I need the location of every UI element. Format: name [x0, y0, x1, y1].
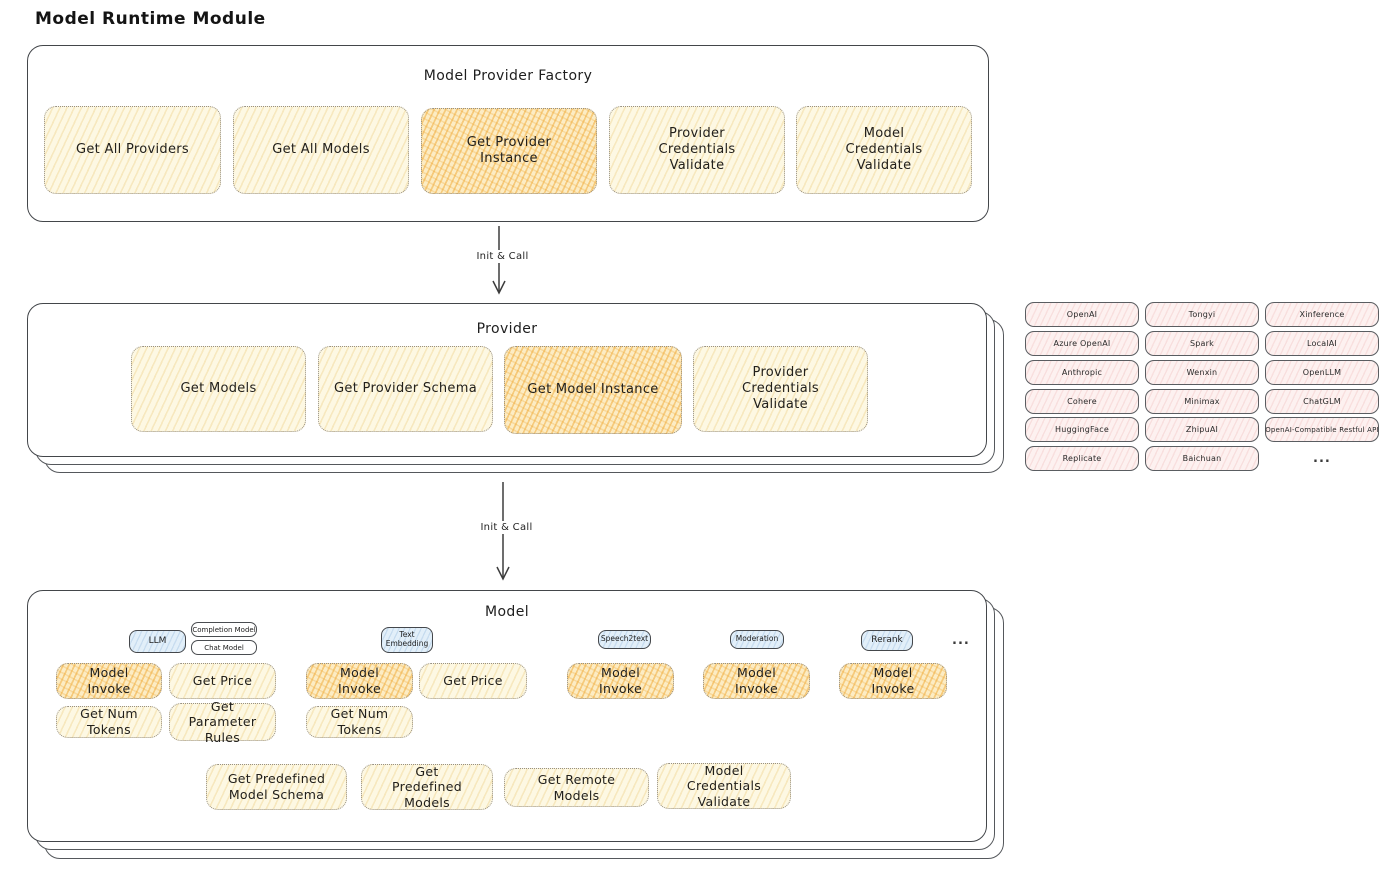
model-title: Model	[484, 604, 530, 620]
node-get-all-models: Get All Models	[233, 106, 409, 194]
factory-title: Model Provider Factory	[423, 68, 593, 84]
tag-rerank: Rerank	[861, 630, 913, 651]
provider-card-wenxin: Wenxin	[1145, 360, 1259, 385]
provider-card-cohere: Cohere	[1025, 389, 1139, 414]
provider-card-localai: LocalAI	[1265, 331, 1379, 356]
node-get-predefined-model-schema: Get Predefined Model Schema	[206, 764, 347, 810]
node-model-invoke-rerank: Model Invoke	[839, 663, 947, 699]
node-model-invoke-speech2text: Model Invoke	[567, 663, 674, 699]
provider-card-openllm: OpenLLM	[1265, 360, 1379, 385]
node-model-credentials-validate-factory: Model Credentials Validate	[796, 106, 972, 194]
tag-text-embedding: Text Embedding	[381, 627, 433, 653]
provider-card-chatglm: ChatGLM	[1265, 389, 1379, 414]
provider-card-azure-openai: Azure OpenAI	[1025, 331, 1139, 356]
model-tags-more-label: ...	[952, 633, 970, 648]
node-model-invoke-text-embedding: Model Invoke	[306, 663, 413, 699]
node-get-remote-models: Get Remote Models	[504, 768, 649, 807]
tag-speech2text: Speech2text	[598, 630, 651, 649]
node-provider-credentials-validate-provider: Provider Credentials Validate	[693, 346, 868, 432]
provider-card-anthropic: Anthropic	[1025, 360, 1139, 385]
node-get-models: Get Models	[131, 346, 306, 432]
provider-grid-more-label: ...	[1313, 451, 1331, 466]
provider-box: Provider Get Models Get Provider Schema …	[27, 303, 987, 457]
node-get-num-tokens-text-embedding: Get Num Tokens	[306, 706, 413, 738]
provider-card-openai: OpenAI	[1025, 302, 1139, 327]
node-get-provider-schema: Get Provider Schema	[318, 346, 493, 432]
provider-card-openai-compatible: OpenAI-Compatible Restful API	[1265, 417, 1379, 442]
provider-card-tongyi: Tongyi	[1145, 302, 1259, 327]
node-model-credentials-validate-model: Model Credentials Validate	[657, 763, 791, 809]
provider-card-minimax: Minimax	[1145, 389, 1259, 414]
node-get-price-llm: Get Price	[169, 663, 276, 699]
init-call-label-2: Init & Call	[466, 521, 547, 534]
tag-completion-model: Completion Model	[191, 622, 257, 637]
page-title: Model Runtime Module	[35, 9, 266, 29]
node-get-model-instance: Get Model Instance	[504, 346, 682, 434]
provider-card-replicate: Replicate	[1025, 446, 1139, 471]
tag-llm: LLM	[129, 630, 186, 653]
node-model-invoke-moderation: Model Invoke	[703, 663, 810, 699]
model-box: Model LLM Completion Model Chat Model Te…	[27, 590, 987, 842]
node-provider-credentials-validate-factory: Provider Credentials Validate	[609, 106, 785, 194]
provider-title: Provider	[476, 321, 538, 337]
provider-card-zhipuai: ZhipuAI	[1145, 417, 1259, 442]
node-get-parameter-rules: Get Parameter Rules	[169, 699, 276, 745]
node-get-predefined-models: Get Predefined Models	[361, 764, 493, 810]
node-get-provider-instance: Get Provider Instance	[421, 108, 597, 194]
provider-card-xinference: Xinference	[1265, 302, 1379, 327]
provider-card-huggingface: HuggingFace	[1025, 417, 1139, 442]
node-model-invoke-llm: Model Invoke	[56, 663, 162, 699]
tag-chat-model: Chat Model	[191, 640, 257, 655]
node-get-num-tokens-llm: Get Num Tokens	[56, 706, 162, 738]
node-get-price-text-embedding: Get Price	[419, 663, 527, 699]
provider-card-baichuan: Baichuan	[1145, 446, 1259, 471]
tag-moderation: Moderation	[730, 630, 784, 649]
init-call-label-1: Init & Call	[462, 250, 543, 263]
factory-box: Model Provider Factory Get All Providers…	[27, 45, 989, 222]
node-get-all-providers: Get All Providers	[44, 106, 221, 194]
provider-card-spark: Spark	[1145, 331, 1259, 356]
